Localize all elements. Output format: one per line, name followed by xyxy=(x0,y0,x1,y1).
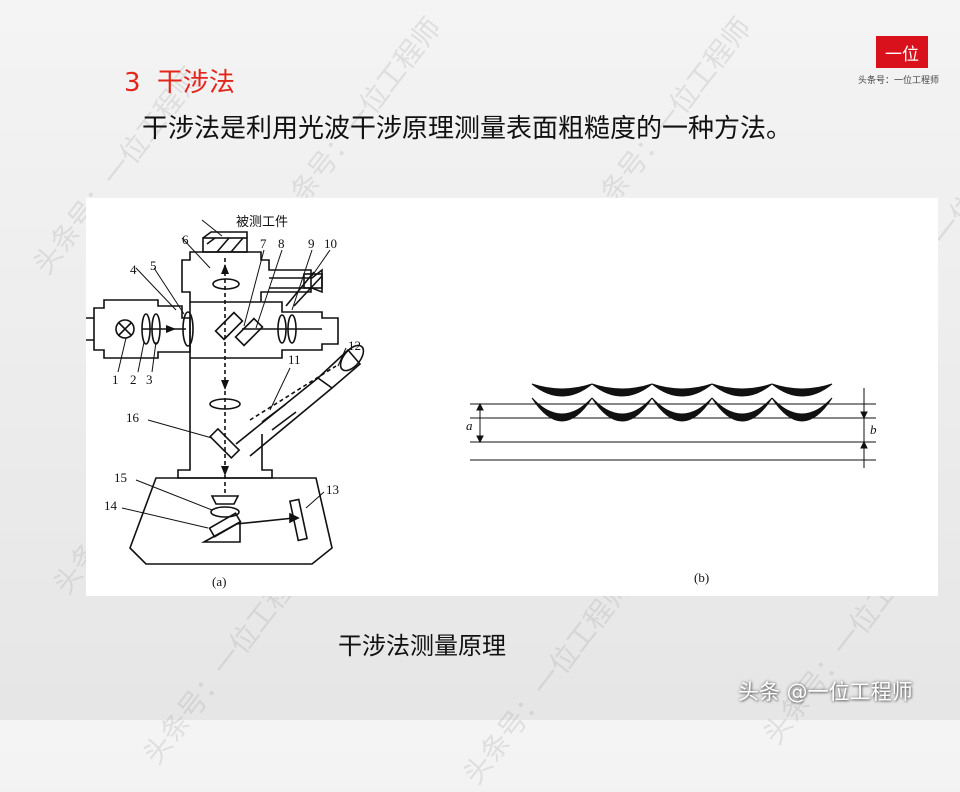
base-housing xyxy=(129,477,333,565)
top-housing xyxy=(181,251,312,303)
part-label: 2 xyxy=(130,372,137,387)
figure-panel: 被测工件 6 7 8 9 10 4 5 1 2 3 11 12 16 15 14… xyxy=(86,198,938,596)
part-label: 10 xyxy=(324,236,337,251)
part-label: 13 xyxy=(326,482,339,497)
fringe-crescent xyxy=(771,397,833,422)
part-label: 4 xyxy=(130,262,137,277)
figure-a-sublabel: (a) xyxy=(212,574,226,589)
lamp-1 xyxy=(115,319,135,339)
part-label: 16 xyxy=(126,410,140,425)
part-label: 9 xyxy=(308,236,315,251)
brand-logo: 一位 xyxy=(876,36,928,68)
part-label: 11 xyxy=(288,352,301,367)
part-label: 5 xyxy=(150,258,157,273)
workpiece-label: 被测工件 xyxy=(236,215,288,230)
figure-b-sublabel: (b) xyxy=(694,570,709,585)
fringe-crescent xyxy=(591,383,653,397)
section-number: 3 xyxy=(124,68,141,98)
objective-lens xyxy=(209,398,241,410)
intro-text: 干涉法是利用光波干涉原理测量表面粗糙度的一种方法。 xyxy=(142,114,793,144)
brand-caption: 头条号：一位工程师 xyxy=(858,76,940,86)
right-arm xyxy=(262,301,339,359)
watermark: 头条号：一位工程师 xyxy=(456,571,638,791)
left-housing xyxy=(93,299,191,359)
part-label: 1 xyxy=(112,372,119,387)
part-label: 12 xyxy=(348,338,361,353)
figure-caption: 干涉法测量原理 xyxy=(338,632,506,660)
beam-splitter-16 xyxy=(209,427,241,459)
part-label: 7 xyxy=(260,236,267,251)
dimension-a-label: a xyxy=(466,418,473,433)
beam-splitter-7 xyxy=(214,311,244,341)
section-heading: 3 干涉法 xyxy=(124,62,235,99)
fringe-crescent xyxy=(651,383,713,397)
dimension-b-label: b xyxy=(870,422,877,437)
interference-fringes xyxy=(531,383,833,422)
part-label: 8 xyxy=(278,236,285,251)
part-label: 14 xyxy=(104,498,118,513)
footer-credit: 头条 @一位工程师 xyxy=(738,680,913,704)
eyepiece-tube xyxy=(235,376,334,457)
figure-svg: 被测工件 6 7 8 9 10 4 5 1 2 3 11 12 16 15 14… xyxy=(86,215,877,589)
lens-6 xyxy=(212,278,240,290)
part-label: 3 xyxy=(146,372,153,387)
fringe-crescent xyxy=(531,383,593,397)
section-title: 干涉法 xyxy=(156,68,235,98)
part-label: 6 xyxy=(182,232,189,247)
fringe-crescent xyxy=(711,383,773,397)
part-label: 15 xyxy=(114,470,127,485)
fringe-crescent xyxy=(771,383,833,397)
